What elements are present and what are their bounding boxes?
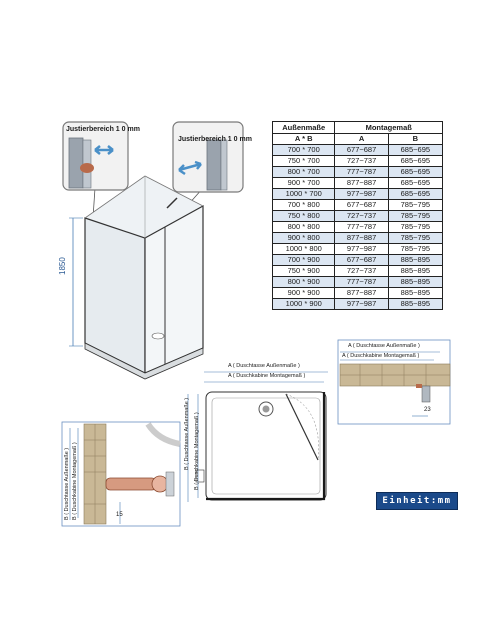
outer-size-cell: 700 * 800 [271,199,336,211]
plan-a-outer: A ( Duschtasse Außenmaße ) [228,363,300,369]
height-dimension-label: 1850 [58,257,67,275]
plan-b-mount: B ( Duschkabine Montagemaß ) [194,412,200,490]
mount-a-cell: 677~687 [334,254,389,266]
callout-left-label: Justierbereich 1 0 mm [66,126,140,133]
mount-b-cell: 685~695 [387,166,444,178]
plan-view [187,371,328,502]
header-outer-sub: A * B [271,133,336,145]
mount-b-cell: 885~895 [387,254,444,266]
mount-a-cell: 977~987 [334,243,389,255]
outer-size-cell: 750 * 900 [271,265,336,277]
mount-b-cell: 785~795 [387,210,444,222]
mount-b-cell: 785~795 [387,232,444,244]
mount-b-cell: 885~895 [387,265,444,277]
outer-size-cell: 900 * 900 [271,287,336,299]
header-outer-dimensions: Außenmaße [271,121,336,134]
outer-size-cell: 800 * 800 [271,221,336,233]
detail-left-b-mount: B ( Duschkabine Montagemaß ) [72,442,78,520]
detail-right-a-outer: A ( Duschtasse Außenmaße ) [348,343,420,349]
header-mounting-dimensions: Montagemaß [334,121,443,134]
mount-b-cell: 885~895 [387,276,444,288]
size-table: Außenmaße Montagemaß A * B A B 700 * 700… [271,121,444,310]
mount-a-cell: 727~737 [334,155,389,167]
outer-size-cell: 1000 * 700 [271,188,336,200]
outer-size-cell: 800 * 700 [271,166,336,178]
mount-a-cell: 877~887 [334,287,389,299]
shower-enclosure-perspective [62,121,244,380]
mount-b-cell: 785~795 [387,221,444,233]
mount-b-cell: 685~695 [387,188,444,200]
mount-b-cell: 785~795 [387,243,444,255]
plan-a-mount: A ( Duschkabine Montagemaß ) [228,373,306,379]
mount-b-cell: 685~695 [387,155,444,167]
mount-a-cell: 677~687 [334,199,389,211]
mount-b-cell: 885~895 [387,287,444,299]
detail-right-section [337,339,451,425]
outer-size-cell: 750 * 800 [271,210,336,222]
detail-left-b-outer: B ( Duschtasse Außenmaße ) [64,447,70,520]
mount-a-cell: 777~787 [334,166,389,178]
callout-right-adjustment [172,121,244,193]
outer-size-cell: 800 * 900 [271,276,336,288]
mount-a-cell: 777~787 [334,276,389,288]
mount-b-cell: 685~695 [387,144,444,156]
outer-size-cell: 900 * 700 [271,177,336,189]
mount-b-cell: 885~895 [387,298,444,310]
detail-right-offset: 23 [424,407,431,413]
mount-a-cell: 777~787 [334,221,389,233]
mount-a-cell: 977~987 [334,298,389,310]
mount-a-cell: 727~737 [334,265,389,277]
header-a: A [334,133,389,145]
outer-size-cell: 700 * 900 [271,254,336,266]
mount-a-cell: 727~737 [334,210,389,222]
mount-b-cell: 685~695 [387,177,444,189]
outer-size-cell: 750 * 700 [271,155,336,167]
mount-a-cell: 677~687 [334,144,389,156]
mount-a-cell: 877~887 [334,177,389,189]
callout-right-label: Justierbereich 1 0 mm [178,136,252,143]
mount-a-cell: 877~887 [334,232,389,244]
detail-left-offset: 15 [116,512,123,518]
callout-left-adjustment [62,121,129,191]
outer-size-cell: 700 * 700 [271,144,336,156]
detail-left-section [61,421,181,527]
detail-right-a-mount: A ( Duschkabine Montagemaß ) [342,353,420,359]
mount-a-cell: 977~987 [334,188,389,200]
plan-b-outer: B ( Duschtasse Außenmaße ) [184,397,190,470]
unit-label: Einheit:mm [376,492,458,510]
header-b: B [387,133,444,145]
outer-size-cell: 900 * 800 [271,232,336,244]
mount-b-cell: 785~795 [387,199,444,211]
outer-size-cell: 1000 * 900 [271,298,336,310]
outer-size-cell: 1000 * 800 [271,243,336,255]
